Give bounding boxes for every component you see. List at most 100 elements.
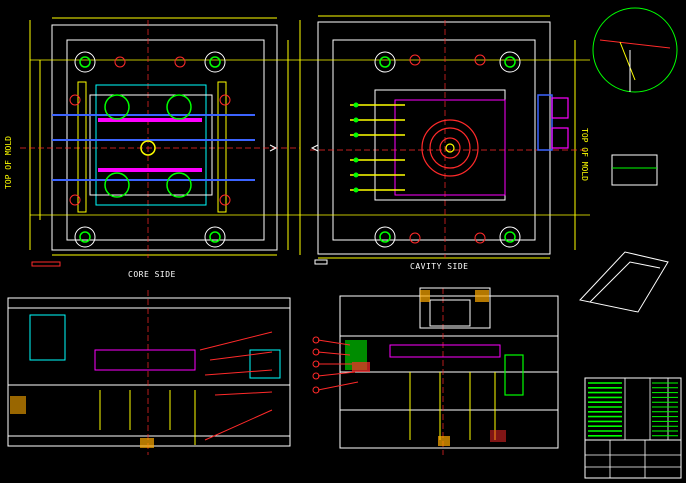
cavity-part-inner [439, 137, 461, 159]
section-left-leader-3 [204, 369, 273, 376]
core-side-view [20, 17, 300, 267]
section-right-leader-5 [317, 381, 359, 391]
core-guide-bush-br [209, 231, 221, 243]
core-magenta-bar-1 [98, 118, 202, 122]
core-cavity-circle-2 [166, 94, 192, 120]
core-cavity-circle-3 [104, 172, 130, 198]
detail-views [579, 7, 678, 313]
cavity-guide-bush-tl [379, 56, 391, 68]
section-right-leader-1 [317, 339, 351, 346]
core-screw-2 [69, 194, 81, 206]
cavity-plate [332, 39, 536, 241]
cavity-screw-1 [409, 54, 421, 66]
detail-line-2 [619, 41, 636, 81]
core-screw-5 [114, 56, 126, 68]
core-guide-bush-bl [79, 231, 91, 243]
cavity-outer-frame [317, 21, 551, 255]
section-left-leader-1 [199, 331, 273, 351]
core-guide-pillar-tr [204, 51, 226, 73]
core-screw-6 [174, 56, 186, 68]
core-cavity-outline [89, 94, 213, 196]
section-left-cylinder [249, 349, 281, 379]
cavity-guide-pillar-tl [374, 51, 396, 73]
core-rail-right [217, 81, 227, 213]
section-right-sprue-inner [429, 299, 471, 327]
core-sprue-circle [140, 140, 156, 156]
section-right-balloon-2 [312, 348, 320, 356]
section-right-hatch-1 [420, 290, 430, 302]
title-block-frame [584, 377, 682, 479]
iso-part-edge [589, 261, 661, 303]
core-screw-4 [219, 194, 231, 206]
section-right-balloon-5 [312, 386, 320, 394]
cavity-guide-bush-tr [504, 56, 516, 68]
section-right-slider-red [352, 362, 370, 372]
section-right-part [389, 344, 501, 358]
core-cavity-circle-4 [166, 172, 192, 198]
core-guide-pillar-bl [74, 226, 96, 248]
section-left-leader-2 [209, 351, 273, 361]
section-right-leader-2 [317, 351, 351, 356]
core-insert [95, 84, 207, 206]
core-magenta-bar-2 [98, 168, 202, 172]
section-right-hatch-2 [475, 290, 489, 302]
section-right-balloon-1 [312, 336, 320, 344]
section-view-left [7, 290, 291, 455]
cavity-label-box [314, 259, 328, 265]
cavity-notch [310, 144, 319, 152]
section-right-leader-4 [317, 371, 356, 377]
section-left-part [94, 349, 196, 371]
core-outer-frame [51, 24, 278, 251]
section-left-leader-4 [214, 391, 273, 396]
detail-line-1 [599, 39, 671, 49]
cavity-cylinder-cap-1 [551, 97, 569, 119]
cavity-part-outer [421, 119, 479, 177]
cavity-pin-head-1 [353, 102, 359, 108]
cavity-cylinder-cap-2 [551, 127, 569, 149]
cavity-guide-pillar-bl [374, 226, 396, 248]
core-label-box [31, 261, 61, 267]
core-guide-pillar-br [204, 226, 226, 248]
section-left-sprue-bush [140, 438, 154, 448]
cavity-pin-head-4 [353, 157, 359, 163]
section-left-block [29, 314, 66, 361]
section-right-bottom-block [490, 430, 506, 442]
cavity-pin-head-5 [353, 172, 359, 178]
section-right-sprue-block [419, 287, 491, 329]
cavity-pin-head-6 [353, 187, 359, 193]
cavity-guide-pillar-br [499, 226, 521, 248]
cavity-screw-2 [474, 54, 486, 66]
cavity-screw-4 [474, 232, 486, 244]
cavity-sprue [445, 143, 455, 153]
section-right-bottom-bush [438, 436, 450, 446]
cavity-side-view [299, 15, 590, 265]
core-screw-1 [69, 94, 81, 106]
cavity-guide-bush-bl [379, 231, 391, 243]
section-left-hatch [10, 396, 26, 414]
iso-part-outline [579, 251, 669, 313]
section-right-balloon-4 [312, 372, 320, 380]
section-right-balloon-3 [312, 360, 320, 368]
core-screw-3 [219, 94, 231, 106]
section-left-leader-5 [204, 409, 273, 441]
cavity-pin-head-3 [353, 132, 359, 138]
top-of-mold-left-label: TOP OF MOLD [3, 136, 13, 189]
core-guide-bush-tr [209, 56, 221, 68]
cavity-side-label: CAVITY SIDE [410, 262, 469, 271]
bom-rows [588, 382, 678, 437]
small-section-view [611, 154, 658, 186]
cavity-screw-3 [409, 232, 421, 244]
cavity-part-mid [429, 127, 471, 169]
cavity-pocket [394, 99, 506, 196]
core-notch [269, 144, 278, 152]
cavity-pin-head-2 [353, 117, 359, 123]
cavity-cylinder-1 [537, 94, 553, 151]
section-right-right-block [504, 354, 524, 396]
section-view-right [312, 287, 559, 455]
title-block [584, 377, 682, 479]
core-cavity-circle-1 [104, 94, 130, 120]
top-of-mold-right-label: TOP OF MOLD [579, 128, 589, 181]
core-side-label: CORE SIDE [128, 270, 176, 279]
